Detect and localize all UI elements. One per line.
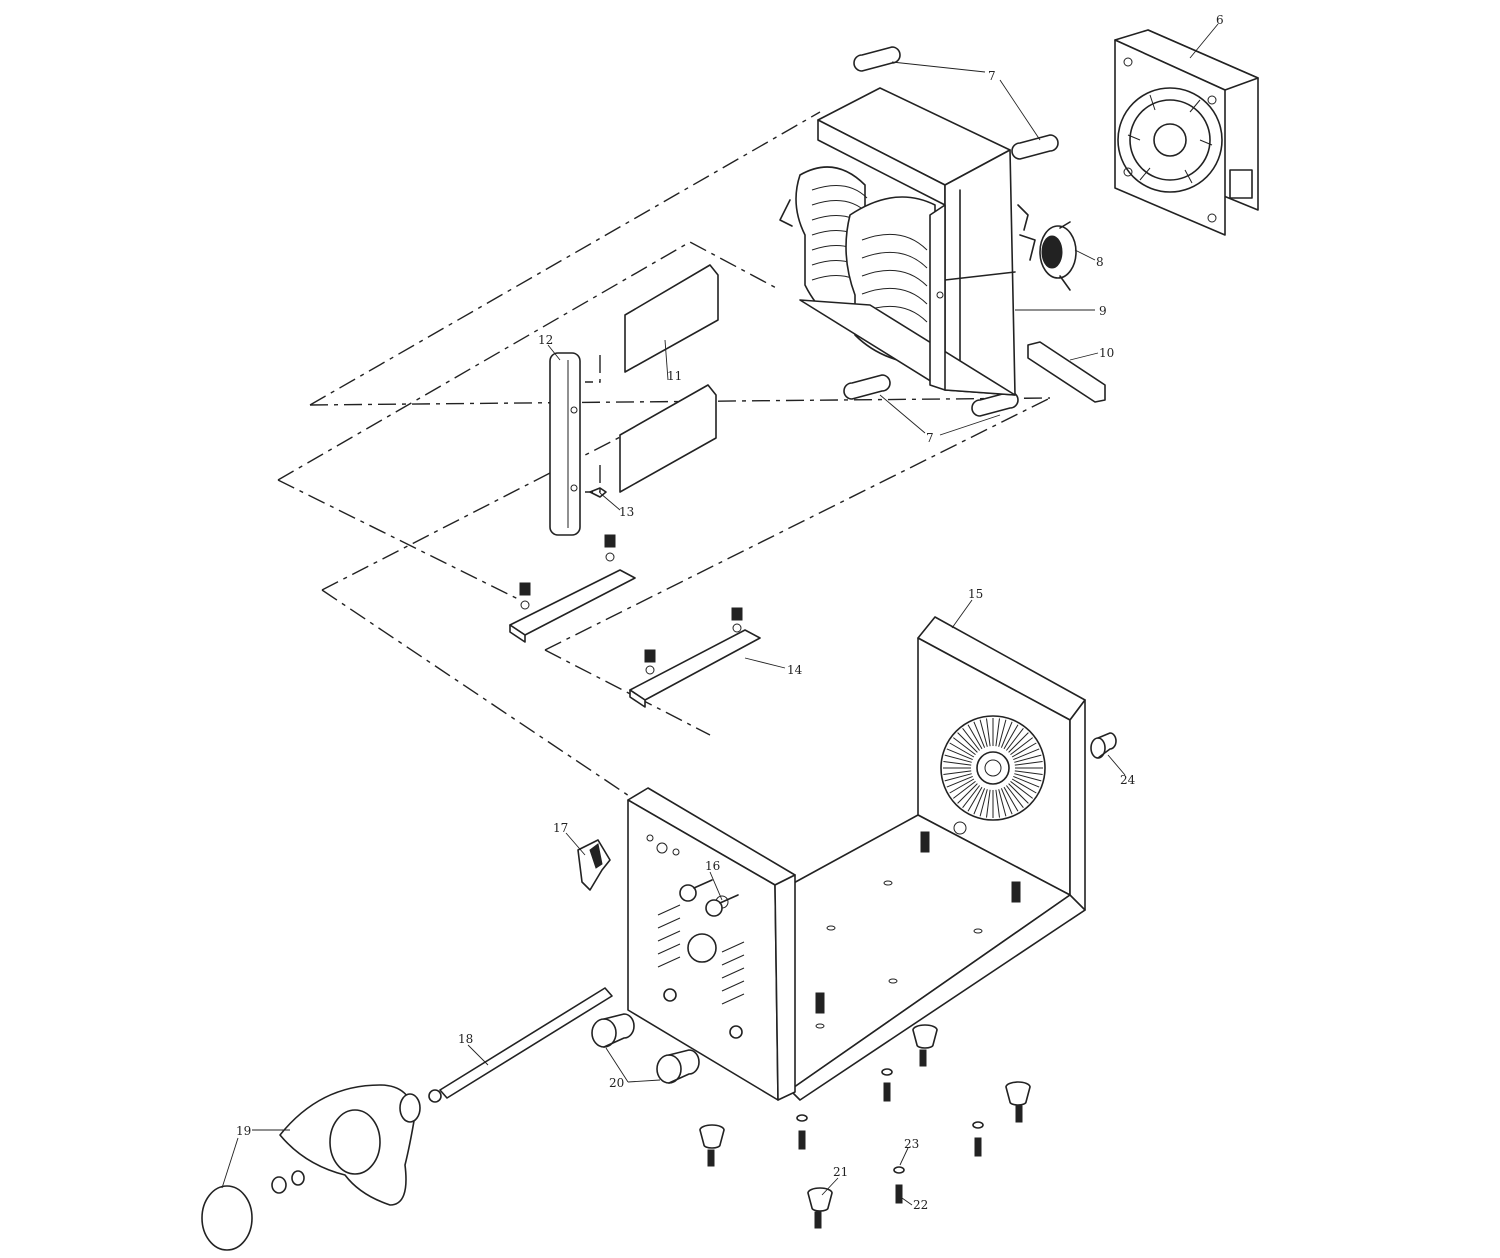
grille-slot	[943, 761, 972, 766]
grille-slot	[1003, 724, 1019, 750]
cooling-fan	[1114, 29, 1259, 236]
callout-8: 8	[1096, 255, 1104, 269]
transformer	[779, 87, 1036, 396]
grille-slot	[944, 754, 972, 763]
callout-15: 15	[968, 587, 983, 601]
grille-slot	[1013, 775, 1040, 788]
callout-17: 17	[553, 821, 568, 835]
callout-24: 24	[1120, 773, 1136, 787]
grille-slot	[973, 788, 986, 815]
grille-slot	[1000, 788, 1013, 815]
grille-slot	[967, 724, 983, 750]
grille-slot	[979, 719, 988, 747]
grille-slot	[962, 727, 980, 751]
grille-slot	[973, 721, 986, 748]
grille-slot	[1014, 761, 1043, 766]
grille-slot	[1000, 721, 1013, 748]
grille-slot	[1013, 748, 1040, 761]
grille-slot	[1011, 778, 1037, 794]
callout-19: 19	[236, 1124, 251, 1138]
grille-slot	[962, 785, 980, 809]
shaft	[428, 987, 613, 1103]
grille-slot	[1014, 754, 1042, 763]
mounting-rails	[509, 534, 761, 708]
selector-knob	[577, 839, 611, 891]
callout-labels: 6 7 8 9 10 11 12 7 13 14 15 24 17 16 18 …	[236, 13, 1224, 1212]
grille-slot	[998, 719, 1007, 747]
grille-slot	[1010, 737, 1034, 755]
callout-7-bottom: 7	[926, 431, 934, 445]
terminal-bar	[1027, 341, 1106, 403]
callout-14: 14	[787, 663, 803, 677]
rubber-feet	[699, 1024, 1031, 1212]
grille-slot	[1010, 781, 1034, 799]
grille-slot	[957, 732, 978, 753]
grille-slot	[995, 789, 1000, 818]
grille-slot	[944, 773, 972, 782]
callout-20: 20	[609, 1076, 624, 1090]
leader-lines	[221, 23, 1219, 1206]
grille-slot	[952, 737, 976, 755]
grille-slot	[998, 789, 1007, 817]
callout-9: 9	[1099, 304, 1107, 318]
grille-slot	[995, 718, 1000, 747]
grille-slot	[1006, 727, 1024, 751]
grille-slot	[1014, 773, 1042, 782]
grille-slot	[1014, 770, 1043, 775]
callout-22: 22	[913, 1198, 928, 1212]
callout-18: 18	[458, 1032, 473, 1046]
cable-gland	[1090, 732, 1117, 759]
grille-slot	[952, 781, 976, 799]
callout-6: 6	[1216, 13, 1224, 27]
grille-slot	[949, 742, 975, 758]
output-terminals	[679, 879, 739, 917]
grille-slot	[943, 770, 972, 775]
vertical-bracket	[549, 352, 581, 536]
grille-slot	[1008, 732, 1029, 753]
callout-7-top: 7	[988, 69, 996, 83]
insulation-pads	[619, 264, 719, 493]
callout-10: 10	[1099, 346, 1114, 360]
grille-slot	[1011, 742, 1037, 758]
small-screw	[589, 487, 607, 498]
grille-slot	[1003, 786, 1019, 812]
callout-21: 21	[833, 1165, 848, 1179]
grille-slot	[1006, 785, 1024, 809]
grille-slot	[946, 775, 973, 788]
grille-slot	[986, 789, 991, 818]
chassis	[627, 616, 1086, 1101]
callout-16: 16	[705, 859, 720, 873]
grille-slot	[986, 718, 991, 747]
mounting-clips	[843, 46, 1059, 417]
grille-slot	[946, 748, 973, 761]
crank-handle	[201, 1084, 421, 1251]
thermal-switch	[1039, 221, 1077, 291]
screws-and-washers	[707, 1049, 1023, 1229]
callout-13: 13	[619, 505, 634, 519]
grille-slot	[957, 783, 978, 804]
callout-23: 23	[904, 1137, 919, 1151]
callout-12: 12	[538, 333, 553, 347]
grille-slot	[949, 778, 975, 794]
grille-slot	[1008, 783, 1029, 804]
bushings	[591, 988, 743, 1084]
callout-11: 11	[667, 369, 682, 383]
grille-slot	[967, 786, 983, 812]
grille-slot	[979, 789, 988, 817]
